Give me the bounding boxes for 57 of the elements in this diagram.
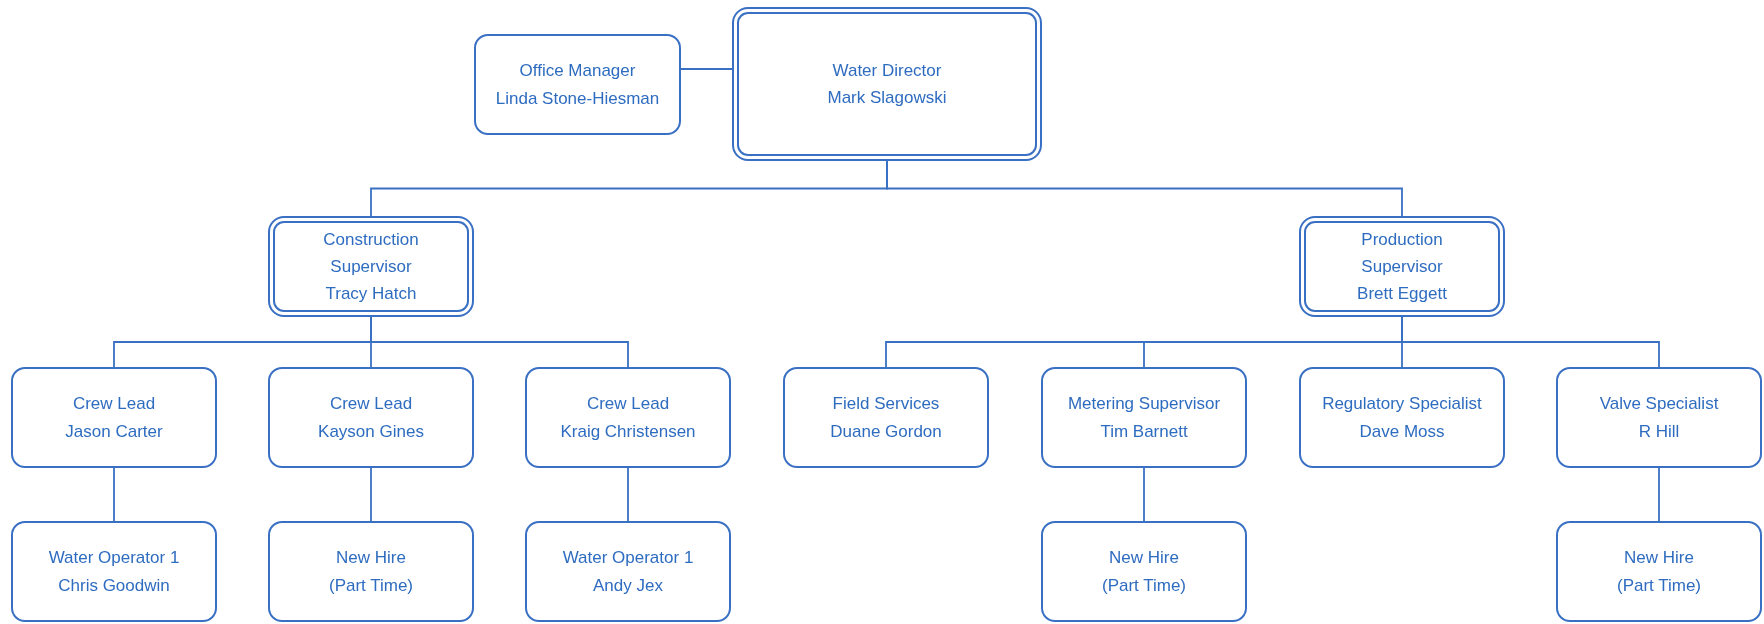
manager-box	[268, 216, 474, 317]
connector-line	[370, 316, 629, 368]
job-title: Production Supervisor	[1360, 228, 1444, 278]
job-title: New Hire	[336, 547, 406, 570]
position-box	[1556, 367, 1762, 468]
job-title: New Hire	[1109, 547, 1179, 570]
job-title: Crew Lead	[72, 393, 156, 416]
position-box	[525, 367, 731, 468]
job-title: Crew Lead	[586, 393, 670, 416]
connector-line	[1143, 467, 1145, 522]
connector-line	[113, 467, 115, 522]
job-title: Regulatory Specialist	[1322, 393, 1482, 416]
position-box	[11, 521, 217, 622]
connector-line	[680, 68, 733, 70]
position-box	[1041, 367, 1247, 468]
manager-box	[732, 7, 1042, 161]
position-box	[268, 521, 474, 622]
job-title: Water Director	[832, 59, 942, 82]
person-name: R Hill	[1638, 420, 1680, 443]
person-name: Tim Barnett	[1100, 420, 1188, 443]
person-name: (Part Time)	[328, 574, 414, 597]
job-title: Construction Supervisor	[322, 228, 420, 278]
person-name: Linda Stone-Hiesman	[495, 87, 660, 110]
job-title: Water Operator 1	[48, 547, 180, 570]
connector-line	[886, 160, 1403, 217]
position-box	[525, 521, 731, 622]
job-title: Valve Specialist	[1599, 393, 1719, 416]
job-title: Metering Supervisor	[1067, 393, 1221, 416]
job-title: New Hire	[1624, 547, 1694, 570]
person-name: (Part Time)	[1616, 574, 1702, 597]
position-box	[1556, 521, 1762, 622]
person-name: Duane Gordon	[830, 420, 942, 443]
connector-line	[370, 467, 372, 522]
person-name: Kraig Christensen	[560, 420, 696, 443]
job-title: Office Manager	[519, 60, 636, 83]
position-box	[1299, 367, 1505, 468]
position-box	[1041, 521, 1247, 622]
person-name: Brett Eggett	[1357, 283, 1447, 306]
person-name: (Part Time)	[1101, 574, 1187, 597]
position-box	[783, 367, 989, 468]
person-name: Tracy Hatch	[325, 283, 417, 306]
connector-line	[1401, 316, 1660, 368]
position-box	[268, 367, 474, 468]
position-box	[474, 34, 681, 135]
person-name: Chris Goodwin	[58, 574, 170, 597]
connector-line	[1658, 467, 1660, 522]
job-title: Crew Lead	[329, 393, 413, 416]
person-name: Kayson Gines	[318, 420, 424, 443]
person-name: Dave Moss	[1359, 420, 1445, 443]
person-name: Jason Carter	[65, 420, 163, 443]
manager-box	[1299, 216, 1505, 317]
job-title: Water Operator 1	[562, 547, 694, 570]
connector-line	[627, 467, 629, 522]
person-name: Andy Jex	[593, 574, 663, 597]
position-box	[11, 367, 217, 468]
person-name: Mark Slagowski	[827, 87, 947, 109]
job-title: Field Services	[832, 393, 940, 416]
